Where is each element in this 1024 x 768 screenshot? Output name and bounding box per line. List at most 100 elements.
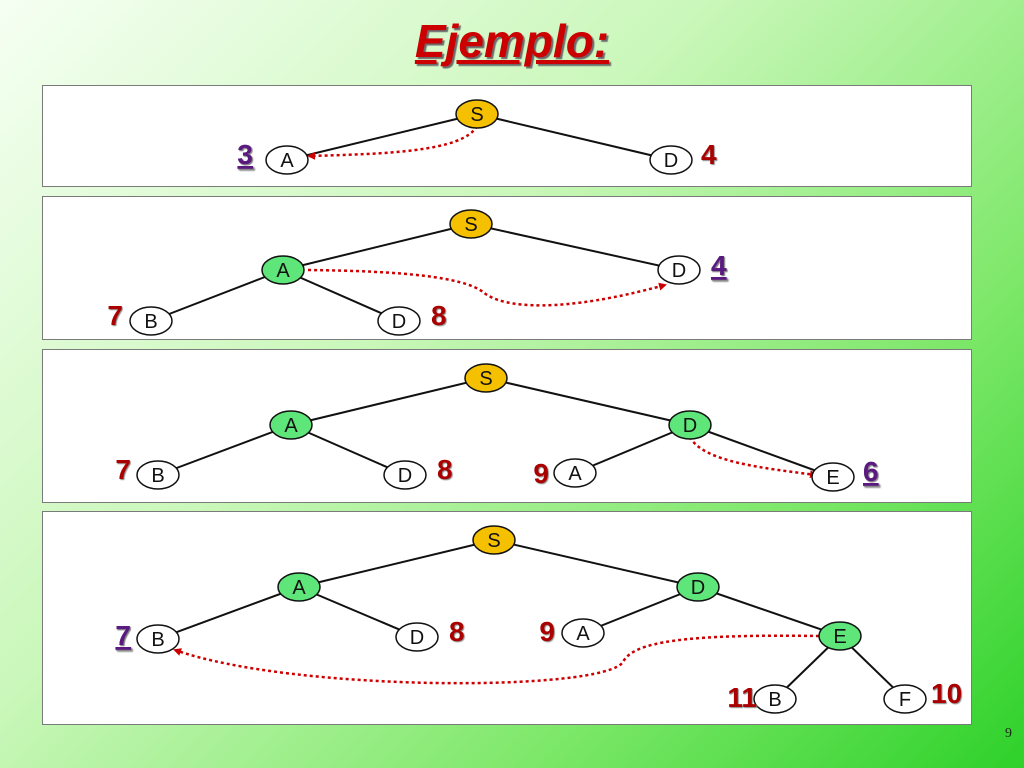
node-cost: 4 — [701, 139, 717, 170]
tree-edge — [689, 424, 834, 478]
tree-node: A — [269, 410, 313, 440]
node-label: E — [833, 626, 846, 648]
node-ellipse — [261, 255, 305, 285]
tree-edge — [493, 539, 699, 588]
tree-edge — [298, 586, 418, 638]
node-label: D — [392, 311, 406, 333]
search-step-panel-1: S A 3 D 4 — [42, 85, 972, 187]
node-ellipse — [395, 622, 439, 652]
node-label: A — [292, 577, 306, 599]
node-label: A — [280, 150, 294, 172]
tree-edge — [476, 113, 672, 161]
node-ellipse — [883, 684, 927, 714]
node-ellipse — [818, 621, 862, 651]
tree-node: S — [472, 525, 516, 555]
tree-edge — [298, 539, 495, 588]
tree-node: B — [136, 624, 180, 654]
tree-node: A — [277, 572, 321, 602]
node-ellipse — [136, 624, 180, 654]
node-ellipse — [464, 363, 508, 393]
tree-edge — [290, 377, 487, 426]
node-label: S — [464, 214, 477, 236]
node-cost: 7 — [115, 620, 131, 651]
tree-node: B — [136, 460, 180, 490]
node-ellipse — [383, 460, 427, 490]
node-cost: 6 — [863, 456, 879, 487]
node-label: B — [768, 689, 781, 711]
tree-edge — [150, 269, 284, 322]
tree-edge — [697, 586, 841, 637]
node-ellipse — [676, 572, 720, 602]
tree-node: D — [657, 255, 701, 285]
node-cost: 9 — [539, 616, 555, 647]
tree-edge — [282, 269, 400, 322]
tree-node: A — [265, 145, 309, 175]
tree-node: D — [383, 460, 427, 490]
tree-node: A — [553, 458, 597, 488]
node-cost: 8 — [437, 454, 453, 485]
node-label: A — [276, 260, 290, 282]
node-ellipse — [449, 209, 493, 239]
tree-node: A — [561, 618, 605, 648]
node-ellipse — [136, 460, 180, 490]
tree-edge — [282, 223, 472, 271]
tree-node: S — [455, 99, 499, 129]
node-label: B — [151, 465, 164, 487]
node-label: S — [470, 104, 483, 126]
tree-node: D — [377, 306, 421, 336]
tree-node: S — [449, 209, 493, 239]
search-tree-diagram-1: S A 3 D 4 — [237, 99, 717, 175]
page-number: 9 — [1005, 726, 1012, 741]
tree-edge — [157, 586, 300, 640]
node-ellipse — [657, 255, 701, 285]
slide-title: Ejemplo: — [414, 15, 610, 67]
tree-node: D — [395, 622, 439, 652]
node-label: D — [672, 260, 686, 282]
node-label: S — [487, 530, 500, 552]
node-ellipse — [668, 410, 712, 440]
node-label: S — [479, 368, 492, 390]
node-cost: 4 — [711, 250, 727, 281]
node-cost: 10 — [931, 678, 962, 709]
node-label: A — [568, 463, 582, 485]
node-cost: 8 — [449, 616, 465, 647]
tree-node: D — [649, 145, 693, 175]
tree-edge — [286, 113, 478, 161]
node-ellipse — [561, 618, 605, 648]
node-label: B — [144, 311, 157, 333]
node-ellipse — [129, 306, 173, 336]
tree-edge — [157, 424, 292, 476]
node-ellipse — [811, 462, 855, 492]
node-cost: 7 — [115, 454, 131, 485]
node-label: F — [899, 689, 911, 711]
node-ellipse — [753, 684, 797, 714]
node-cost: 11 — [727, 682, 757, 713]
node-label: B — [151, 629, 164, 651]
node-label: A — [576, 623, 590, 645]
tree-node: F — [883, 684, 927, 714]
tree-node: D — [676, 572, 720, 602]
node-ellipse — [269, 410, 313, 440]
node-ellipse — [265, 145, 309, 175]
node-cost: 9 — [533, 458, 549, 489]
node-ellipse — [472, 525, 516, 555]
node-cost: 3 — [237, 139, 253, 170]
node-label: D — [691, 577, 705, 599]
node-ellipse — [649, 145, 693, 175]
traversal-arrow — [688, 436, 818, 479]
tree-node: A — [261, 255, 305, 285]
tree-node: E — [811, 462, 855, 492]
tree-node: B — [753, 684, 797, 714]
node-cost: 7 — [107, 300, 123, 331]
tree-node: E — [818, 621, 862, 651]
node-ellipse — [277, 572, 321, 602]
traversal-arrow — [307, 125, 479, 160]
tree-edge — [574, 424, 691, 474]
node-label: D — [664, 150, 678, 172]
